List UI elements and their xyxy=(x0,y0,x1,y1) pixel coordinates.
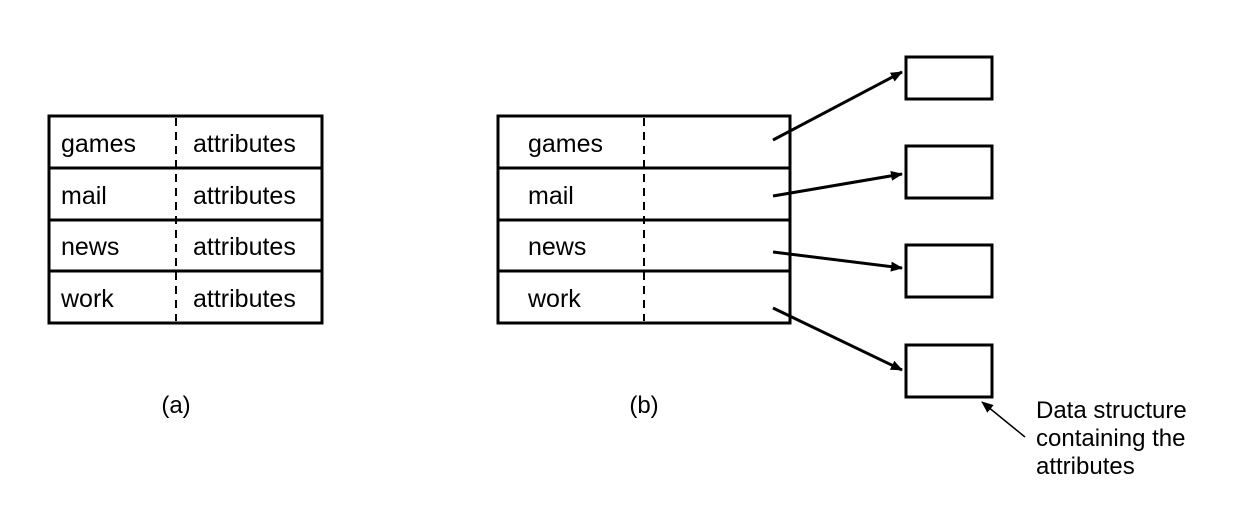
entry-name: mail xyxy=(528,182,574,210)
attribute-box xyxy=(904,243,994,299)
entry-name: games xyxy=(528,130,603,158)
pointer-arrow xyxy=(772,70,903,142)
table-row: mail xyxy=(528,182,574,210)
table-row: games xyxy=(528,130,603,158)
table-row: news attributes xyxy=(61,233,296,261)
entry-name: work xyxy=(60,285,114,313)
table-row: mail attributes xyxy=(61,182,296,210)
entry-attributes: attributes xyxy=(193,182,296,210)
annotation-line: containing the xyxy=(1036,425,1185,452)
attribute-box xyxy=(904,55,994,101)
pointer-arrow xyxy=(772,306,903,372)
annotation-line: Data structure xyxy=(1036,397,1187,424)
table-row: games attributes xyxy=(61,130,296,158)
entry-attributes: attributes xyxy=(193,130,296,158)
entry-name: work xyxy=(527,285,581,313)
entry-attributes: attributes xyxy=(193,233,296,261)
entry-name: news xyxy=(528,233,586,261)
entry-attributes: attributes xyxy=(193,285,296,313)
attribute-box xyxy=(904,343,994,399)
figure-b: games mail news work Data structure cont… xyxy=(496,55,1187,480)
table-row: work xyxy=(527,285,581,313)
entry-name: games xyxy=(61,130,136,158)
annotation-line: attributes xyxy=(1036,453,1135,480)
table-row: work attributes xyxy=(60,285,296,313)
figure-b-caption: (b) xyxy=(629,392,658,419)
table-row: news xyxy=(528,233,586,261)
annotation-arrow xyxy=(981,401,1026,438)
pointer-arrow xyxy=(772,250,903,272)
figure-a: games attributes mail attributes news at… xyxy=(47,114,324,419)
figure-a-caption: (a) xyxy=(161,392,190,419)
entry-name: news xyxy=(61,233,119,261)
pointer-arrow xyxy=(772,170,903,198)
attribute-box xyxy=(904,144,994,200)
entry-name: mail xyxy=(61,182,107,210)
